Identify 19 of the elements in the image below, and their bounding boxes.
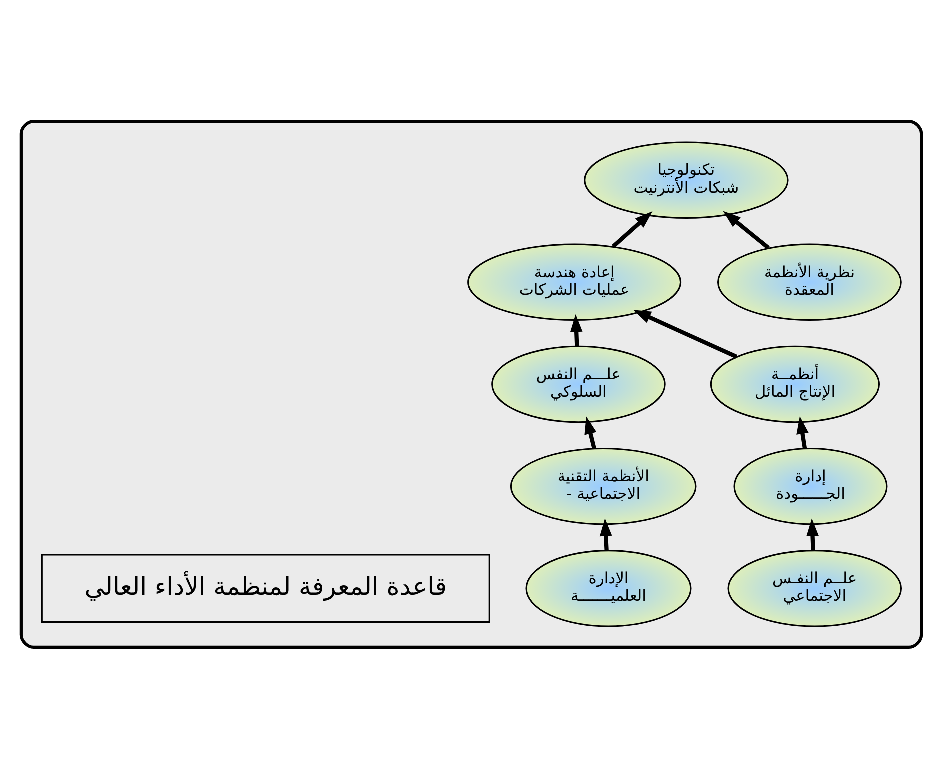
node-box: قاعدة المعرفة لمنظمة الأداء العالي (40, 554, 490, 624)
arrow (722, 211, 770, 250)
arrow (633, 310, 737, 359)
arrow (806, 518, 818, 550)
node-ellipse: إعادة هندسة عمليات الشركات (467, 244, 682, 322)
arrow (584, 416, 596, 450)
arrow (570, 314, 582, 346)
cluster (19, 120, 923, 649)
node-ellipse: نظرية الأنظمة المعقدة (716, 244, 902, 322)
arrow (612, 212, 652, 248)
arrow (796, 416, 808, 449)
node-ellipse: أنظمــة الإنتاج المائل (710, 346, 880, 424)
node-ellipse: علــم النفـس الاجتماعي (727, 550, 902, 628)
node-ellipse: إدارة الجــــــودة (733, 448, 888, 526)
node-ellipse: تكنولوجيا شبكات الأنترنيت (584, 142, 788, 219)
node-ellipse: علـــم النفس السلوكي (491, 346, 666, 424)
arrow (599, 518, 612, 550)
node-ellipse: الأنظمة التقنية - الاجتماعية (510, 448, 696, 526)
node-ellipse: الإدارة العلميـــــــة (525, 550, 692, 628)
